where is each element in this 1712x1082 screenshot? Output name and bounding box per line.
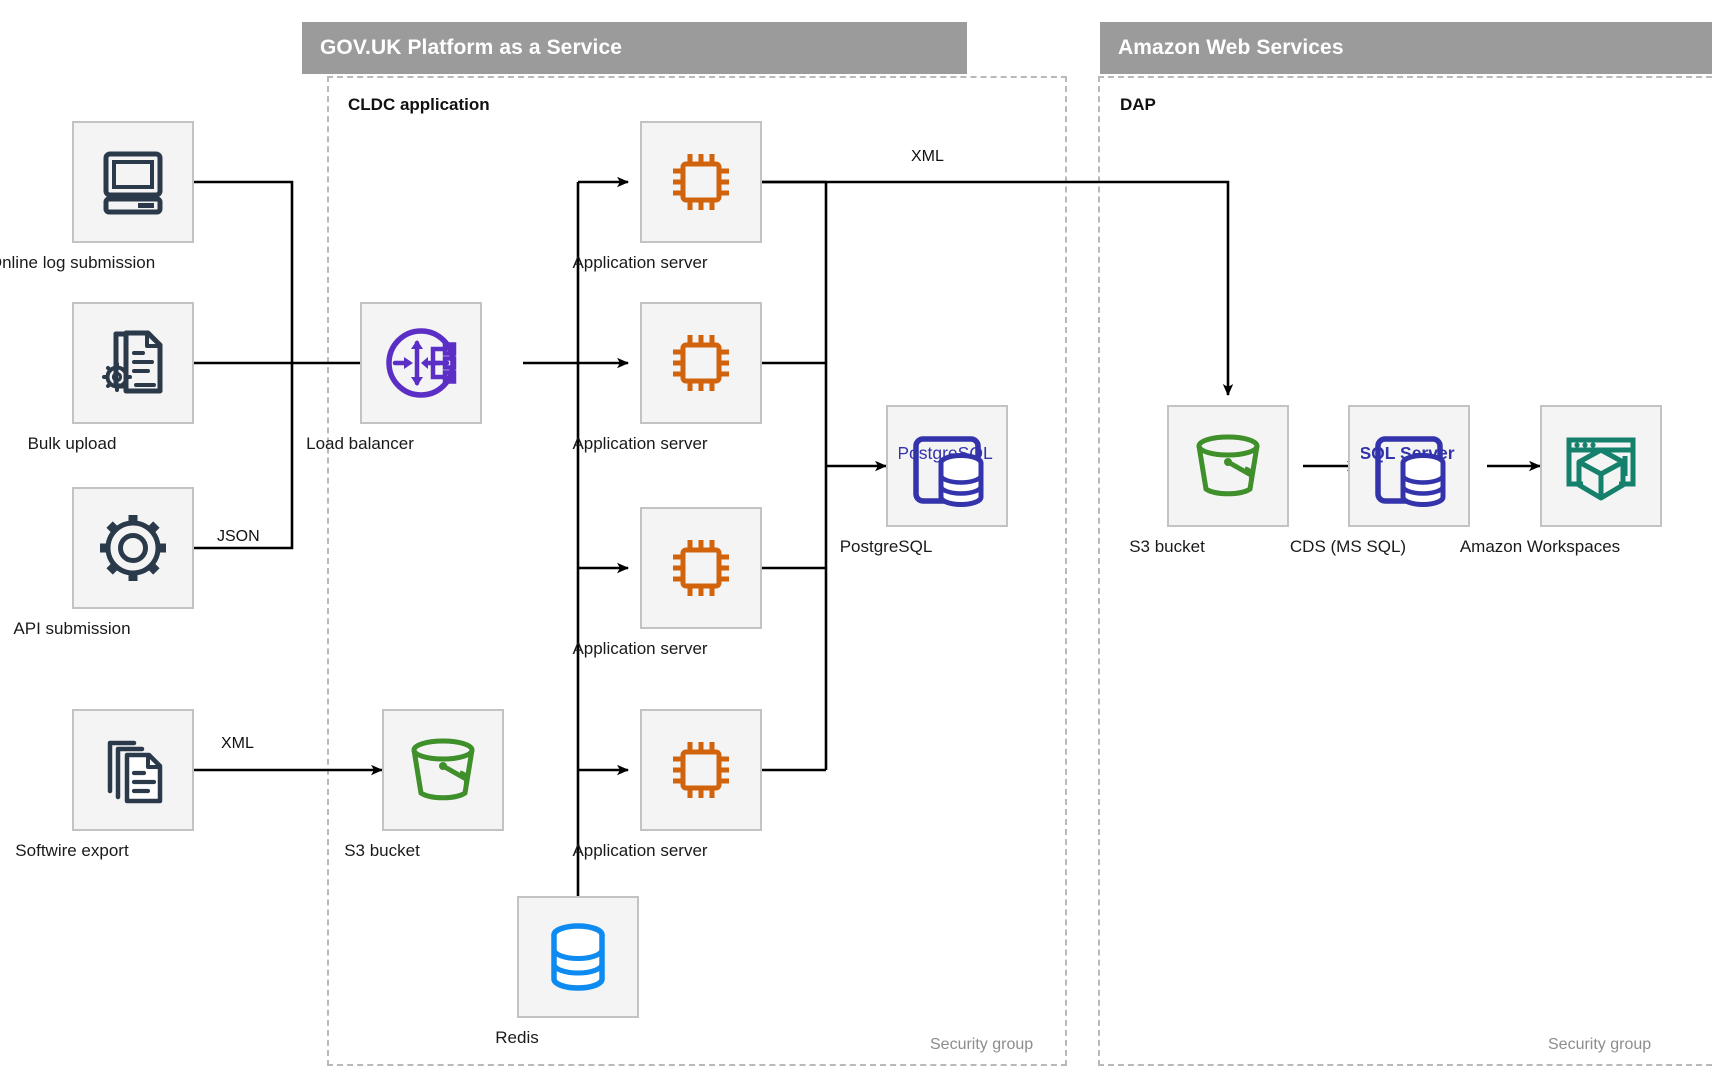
node-tile: PostgreSQL — [886, 405, 1008, 527]
node-tile — [1540, 405, 1662, 527]
load-balancer-icon — [386, 328, 457, 398]
cpu-chip-icon — [673, 154, 729, 210]
node-tile — [72, 121, 194, 243]
document-gear-icon — [102, 330, 163, 394]
s3-bucket-icon — [1196, 434, 1260, 497]
node-tile — [72, 709, 194, 831]
postgresql-icon: PostgreSQL — [899, 436, 993, 507]
cpu-chip-icon — [673, 742, 729, 798]
node-label: PostgreSQL — [839, 537, 933, 556]
group-title-paas: GOV.UK Platform as a Service — [320, 36, 622, 59]
sql-server-icon: SQL Server — [1361, 436, 1455, 507]
node-label: API submission — [13, 619, 131, 638]
security-group-label-paas: Security group — [930, 1036, 1034, 1053]
edge-label-xml-softwire: XML — [218, 735, 257, 753]
node-label: Application server — [572, 639, 708, 658]
s3-bucket-icon — [411, 738, 475, 801]
node-tile — [640, 121, 762, 243]
node-label: S3 bucket — [1129, 537, 1205, 556]
node-label: S3 bucket — [344, 841, 420, 860]
node-tile — [517, 896, 639, 1018]
documents-stack-icon — [107, 740, 163, 804]
node-label: Amazon Workspaces — [1459, 537, 1621, 556]
node-tile — [72, 302, 194, 424]
node-tile — [640, 302, 762, 424]
subgroup-label-cldc: CLDC application — [348, 95, 490, 114]
group-header-paas: GOV.UK Platform as a Service — [302, 22, 967, 74]
node-label: CDS (MS SQL) — [1289, 537, 1407, 556]
node-tile — [72, 487, 194, 609]
node-label: Redis — [495, 1028, 539, 1047]
cpu-chip-icon — [673, 540, 729, 596]
edge-label-json: JSON — [214, 528, 263, 546]
group-title-aws: Amazon Web Services — [1118, 36, 1344, 59]
node-label: Application server — [572, 841, 708, 860]
workspaces-cube-icon — [1566, 437, 1636, 501]
node-label: Softwire export — [15, 841, 129, 860]
edge-label-xml-appserver: XML — [908, 148, 947, 166]
node-tile — [1167, 405, 1289, 527]
node-tile — [360, 302, 482, 424]
node-label: Bulk upload — [27, 434, 117, 453]
node-tile — [382, 709, 504, 831]
node-tile — [640, 507, 762, 629]
subgroup-label-dap: DAP — [1120, 95, 1156, 114]
cpu-chip-icon — [673, 335, 729, 391]
node-label: Application server — [572, 253, 708, 272]
security-group-label-aws: Security group — [1548, 1036, 1652, 1053]
gear-icon — [100, 515, 166, 581]
security-group-aws — [1098, 76, 1712, 1066]
group-header-aws: Amazon Web Services — [1100, 22, 1712, 74]
database-icon — [551, 923, 605, 991]
node-tile — [640, 709, 762, 831]
desktop-computer-icon — [103, 151, 163, 215]
node-label: Online log submission — [0, 253, 156, 272]
node-tile: SQL Server — [1348, 405, 1470, 527]
security-group-paas — [327, 76, 1067, 1066]
node-label: Load balancer — [306, 434, 414, 453]
node-label: Application server — [572, 434, 708, 453]
